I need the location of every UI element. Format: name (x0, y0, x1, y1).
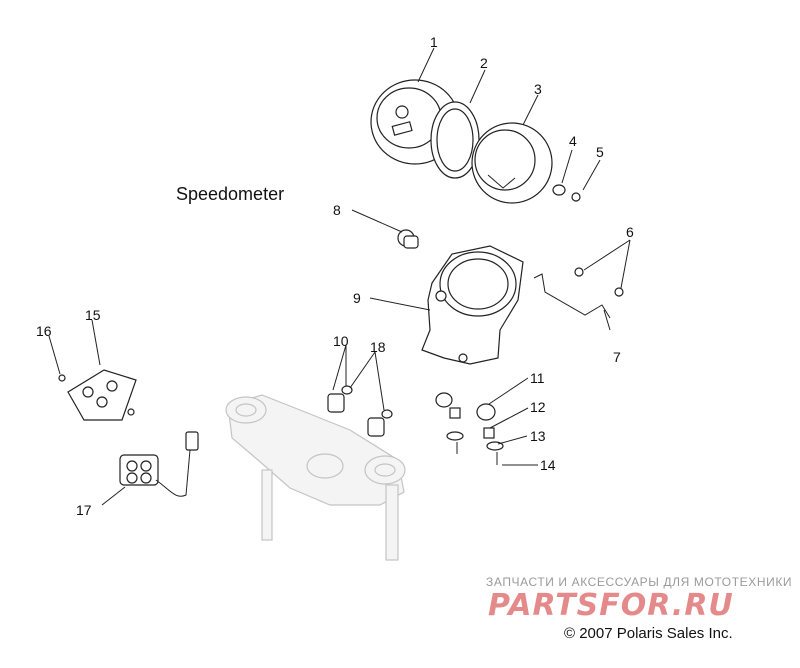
watermark-brand: PARTSFOR.RU (488, 588, 734, 623)
callout-9: 9 (353, 290, 361, 306)
callout-16: 16 (36, 323, 52, 339)
grommet (476, 403, 496, 421)
watermark-tagline: ЗАПЧАСТИ И АКСЕССУАРЫ ДЛЯ МОТОТЕХНИКИ (486, 575, 792, 589)
callout-12: 12 (530, 399, 546, 415)
spacer (449, 407, 461, 419)
diagram-title: Speedometer (176, 184, 284, 204)
callout-15: 15 (85, 307, 101, 323)
rubber-mount (327, 393, 345, 413)
grommet (397, 229, 419, 249)
indicator-plate (67, 369, 137, 421)
callout-17: 17 (76, 502, 92, 518)
copyright-text: © 2007 Polaris Sales Inc. (564, 625, 733, 642)
callout-7: 7 (613, 349, 621, 365)
callout-13: 13 (530, 428, 546, 444)
washer (552, 184, 566, 196)
washer (381, 409, 393, 419)
callout-14: 14 (540, 457, 556, 473)
nut (574, 267, 584, 277)
washer (446, 431, 464, 441)
screw (127, 408, 135, 416)
callout-8: 8 (333, 202, 341, 218)
rubber-mount (367, 417, 385, 437)
grommet (435, 392, 453, 408)
gauge-ring (430, 101, 480, 179)
screw (571, 192, 581, 202)
triple-clamp-ghost (225, 394, 406, 561)
callout-18: 18 (370, 339, 386, 355)
callout-6: 6 (626, 224, 634, 240)
wire-bracket (533, 273, 611, 319)
nut (614, 287, 624, 297)
washer (341, 385, 353, 395)
gauge-housing (471, 122, 553, 204)
callout-3: 3 (534, 81, 542, 97)
callout-4: 4 (569, 133, 577, 149)
indicator-lamp-housing (119, 431, 199, 497)
callout-11: 11 (530, 370, 545, 386)
callout-5: 5 (596, 144, 604, 160)
callout-1: 1 (430, 34, 438, 50)
mounting-bracket (421, 245, 524, 365)
spacer (483, 427, 495, 439)
callout-10: 10 (333, 333, 349, 349)
screw (58, 374, 66, 382)
callout-2: 2 (480, 55, 488, 71)
